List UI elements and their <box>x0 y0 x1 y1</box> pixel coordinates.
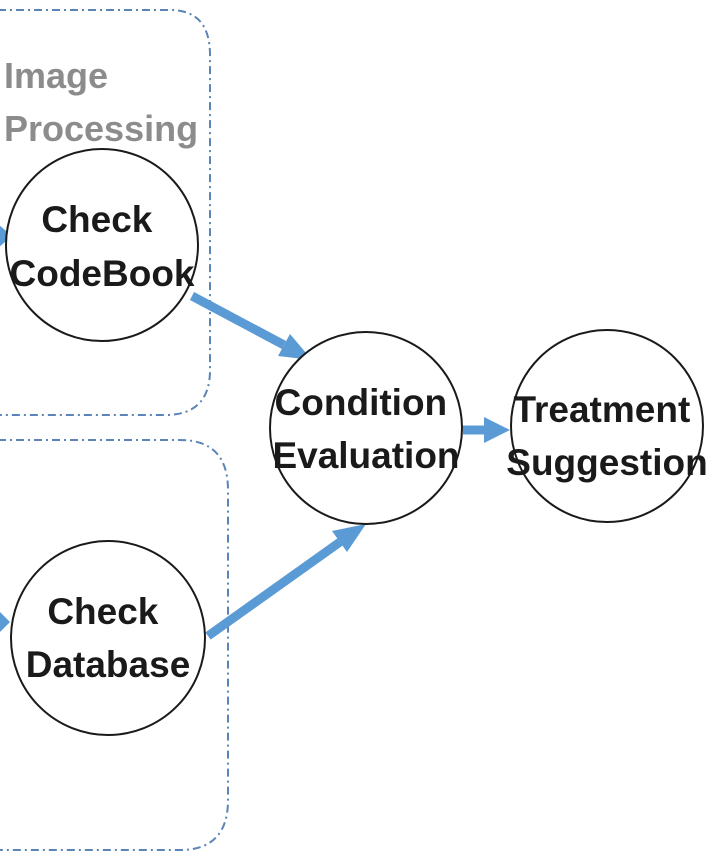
node-treatment-suggestion[interactable]: Treatment Suggestion <box>506 329 708 523</box>
group-label-image-processing: Image Processing <box>4 55 198 149</box>
group-label-line-1: Image <box>4 55 108 96</box>
node-check-database[interactable]: Check Database <box>10 540 206 736</box>
group-label-line-2: Processing <box>4 108 198 149</box>
node-label-line-1: Check <box>41 199 152 240</box>
svg-text:Check CodeBook: Check CodeBook <box>10 199 195 294</box>
edge-check-database-to-condition-evaluation <box>205 524 366 640</box>
node-label-line-2: Evaluation <box>272 435 459 476</box>
node-label-line-2: Suggestion <box>506 442 707 483</box>
svg-text:Condition Evaluation: Condition Evaluation <box>272 382 459 476</box>
edge-into-check-database <box>0 612 10 632</box>
node-label-line-2: Database <box>26 644 191 685</box>
group-box-database <box>0 439 229 851</box>
node-check-codebook[interactable]: Check CodeBook <box>5 148 199 342</box>
edge-condition-evaluation-to-treatment-suggestion <box>463 417 510 443</box>
node-label-line-1: Check <box>47 591 158 632</box>
svg-text:Check Database: Check Database <box>26 591 191 685</box>
edge-check-codebook-to-condition-evaluation <box>189 292 312 360</box>
node-label-line-1: Condition <box>275 382 448 423</box>
node-label-line-2: CodeBook <box>10 253 195 294</box>
svg-text:Treatment Suggestion: Treatment Suggestion <box>506 389 707 483</box>
node-condition-evaluation[interactable]: Condition Evaluation <box>269 331 463 525</box>
node-label-line-1: Treatment <box>513 389 690 430</box>
